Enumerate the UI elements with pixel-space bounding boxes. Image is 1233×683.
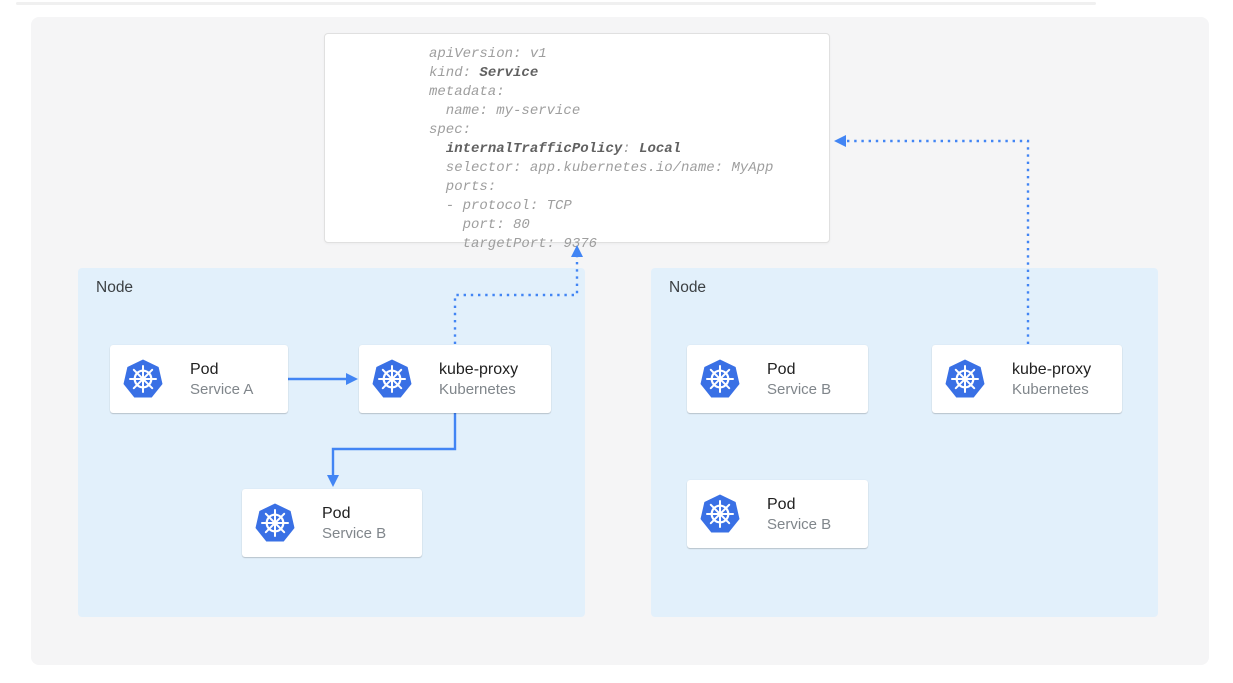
node-label: Node xyxy=(669,279,707,296)
yaml-line: selector: app.kubernetes.io/name: MyApp xyxy=(429,160,774,176)
card-subtitle: Service B xyxy=(767,515,832,533)
yaml-line: targetPort: 9376 xyxy=(429,236,598,252)
kubernetes-icon xyxy=(700,359,740,398)
yaml-line: spec: xyxy=(429,122,472,138)
card-kube-proxy-right: kube-proxy Kubernetes xyxy=(932,345,1122,413)
node-right: Node xyxy=(651,268,1158,617)
card-subtitle: Kubernetes xyxy=(1012,380,1089,398)
card-pod-service-a: Pod Service A xyxy=(110,345,288,413)
kubernetes-icon xyxy=(123,359,163,398)
kubernetes-icon xyxy=(372,359,412,398)
card-pod-service-b-left: Pod Service B xyxy=(242,489,422,557)
yaml-code: apiVersion: v1 kind: Service metadata: nam… xyxy=(429,45,773,254)
yaml-line: ports: xyxy=(429,179,497,195)
card-pod-service-b-right-1: Pod Service B xyxy=(687,345,868,413)
kubernetes-icon xyxy=(700,494,740,533)
card-kube-proxy-left: kube-proxy Kubernetes xyxy=(359,345,551,413)
yaml-line: port: 80 xyxy=(429,217,530,233)
kubernetes-icon xyxy=(945,359,985,398)
yaml-line: internalTrafficPolicy: Local xyxy=(445,141,682,157)
service-yaml-box: apiVersion: v1 kind: Service metadata: nam… xyxy=(324,33,830,252)
card-title: kube-proxy xyxy=(439,360,519,378)
yaml-line: metadata: xyxy=(429,84,505,100)
card-subtitle: Service B xyxy=(322,524,387,542)
node-label: Node xyxy=(96,279,134,296)
yaml-line: kind: Service xyxy=(429,65,539,81)
top-divider xyxy=(16,2,1096,5)
card-title: Pod xyxy=(767,360,796,378)
card-title: kube-proxy xyxy=(1012,360,1092,378)
card-title: Pod xyxy=(322,504,351,522)
card-title: Pod xyxy=(190,360,219,378)
kubernetes-icon xyxy=(255,503,295,542)
yaml-line: apiVersion: v1 xyxy=(429,46,547,62)
card-title: Pod xyxy=(767,495,796,513)
card-subtitle: Service A xyxy=(190,380,254,398)
node-left: Node xyxy=(78,268,585,617)
card-subtitle: Service B xyxy=(767,380,832,398)
yaml-line: - protocol: TCP xyxy=(429,198,572,214)
card-pod-service-b-right-2: Pod Service B xyxy=(687,480,868,548)
yaml-line: name: my-service xyxy=(429,103,581,119)
card-subtitle: Kubernetes xyxy=(439,380,516,398)
